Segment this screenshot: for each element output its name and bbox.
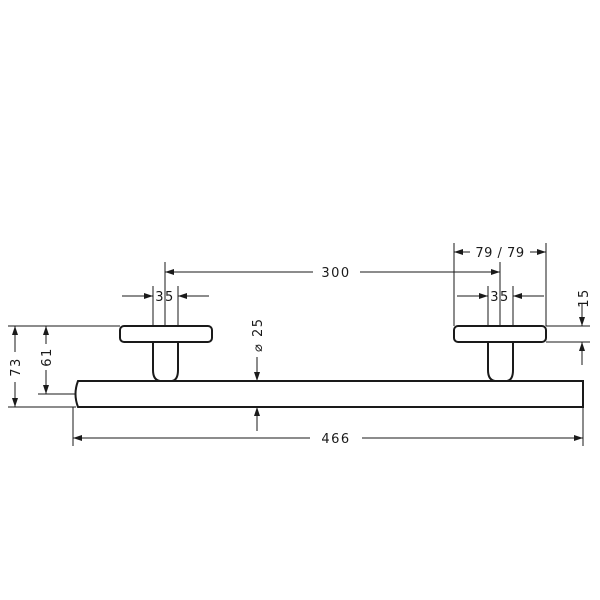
dimension-label-61: 61 [40, 347, 55, 367]
dimension-label-diameter-25: ⌀ 25 [251, 317, 266, 352]
left-post [152, 341, 179, 382]
dimension-total-length: 466 [72, 407, 584, 447]
dimension-wall-plate-diameter: 79 / 79 [453, 243, 547, 326]
dimension-label-35-right: 35 [490, 290, 510, 305]
right-wall-plate [453, 325, 547, 343]
dimension-rail-diameter: ⌀ 25 [251, 317, 266, 431]
dimension-label-15: 15 [577, 288, 592, 308]
dimension-total-projection: 73 [8, 325, 120, 408]
dimension-label-35-left: 35 [155, 290, 175, 305]
dimension-left-post-diameter: 35 [122, 286, 209, 326]
grab-bar-outline [74, 325, 584, 408]
dimension-label-79-79: 79 / 79 [475, 246, 524, 261]
dimension-center-distance: 300 [164, 262, 501, 326]
dimension-label-466: 466 [321, 432, 350, 447]
dimension-label-300: 300 [321, 266, 350, 281]
dimension-right-post-diameter: 35 [457, 286, 544, 326]
right-post [487, 341, 514, 382]
dimension-rail-projection: 61 [38, 326, 76, 395]
rail [74, 380, 584, 408]
dimension-label-73: 73 [9, 357, 24, 377]
dimension-plate-thickness: 15 [546, 288, 592, 365]
left-wall-plate [119, 325, 213, 343]
